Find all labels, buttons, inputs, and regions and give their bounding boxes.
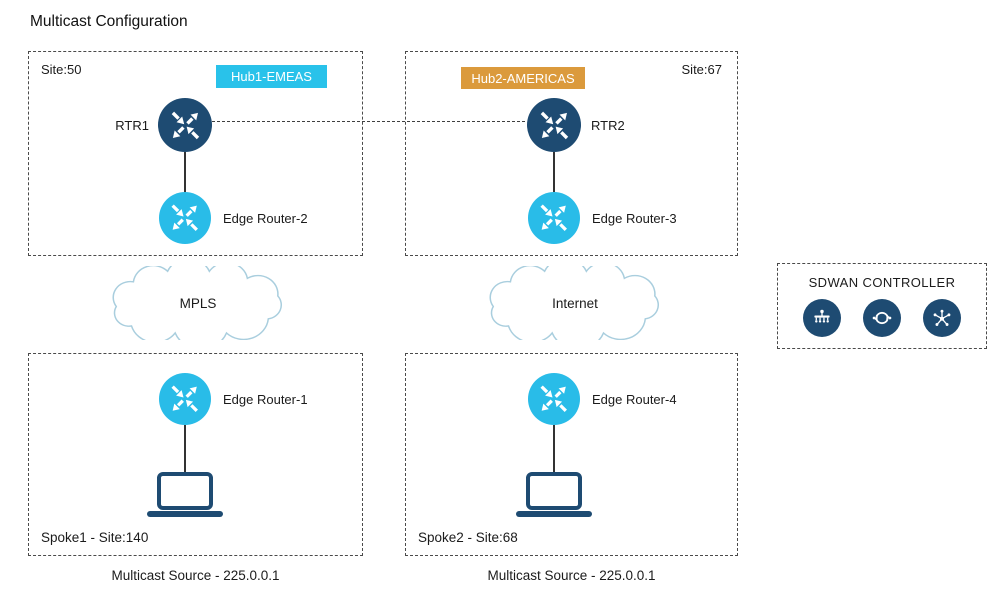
edge-router-4-icon	[528, 373, 580, 425]
edge-router-1-label: Edge Router-1	[223, 392, 308, 407]
hub1-site-box: Site:50 Hub1-EMEAS RTR1 Edge Router-2	[28, 51, 363, 256]
rtr1-label: RTR1	[115, 118, 149, 133]
edge-router-2-label: Edge Router-2	[223, 211, 308, 226]
spoke1-multicast-source-label: Multicast Source - 225.0.0.1	[111, 568, 280, 583]
hub2-site-label: Site:67	[681, 62, 722, 77]
internet-cloud-label: Internet	[552, 295, 598, 311]
laptop-icon	[147, 472, 223, 517]
spoke2-site-box: Edge Router-4 Spoke2 - Site:68	[405, 353, 738, 556]
orchestrator-icon	[923, 299, 961, 337]
rtr1-router-icon	[158, 98, 212, 152]
sdwan-controller-title: SDWAN CONTROLLER	[808, 275, 956, 290]
sdwan-controller-box: SDWAN CONTROLLER	[777, 263, 987, 349]
spoke2-label: Spoke2 - Site:68	[418, 530, 518, 545]
rtr1-edge2-link	[184, 152, 186, 192]
hub1-site-label: Site:50	[41, 62, 82, 77]
edge1-host-link	[184, 425, 186, 474]
mpls-cloud: MPLS	[103, 257, 293, 350]
edge-router-3-icon	[528, 192, 580, 244]
rtr2-label: RTR2	[591, 118, 625, 133]
rtr2-edge3-link	[553, 152, 555, 192]
page-title: Multicast Configuration	[30, 13, 188, 30]
edge-router-3-label: Edge Router-3	[592, 211, 677, 226]
spoke2-multicast-source-label: Multicast Source - 225.0.0.1	[487, 568, 656, 583]
edge4-host-link	[553, 425, 555, 474]
sync-controller-icon	[863, 299, 901, 337]
sdwan-controller-icons	[778, 299, 986, 337]
hub1-badge: Hub1-EMEAS	[216, 65, 327, 88]
edge-router-2-icon	[159, 192, 211, 244]
edge-router-1-icon	[159, 373, 211, 425]
spoke1-label: Spoke1 - Site:140	[41, 530, 149, 545]
spoke1-site-box: Edge Router-1 Spoke1 - Site:140	[28, 353, 363, 556]
rtr1-rtr2-dashed-link	[212, 121, 525, 122]
internet-cloud: Internet	[480, 257, 670, 350]
hub2-site-box: Hub2-AMERICAS Site:67 RTR2 Edge Router-3	[405, 51, 738, 256]
management-icon	[803, 299, 841, 337]
rtr2-router-icon	[527, 98, 581, 152]
mpls-cloud-label: MPLS	[179, 295, 217, 311]
edge-router-4-label: Edge Router-4	[592, 392, 677, 407]
laptop-icon	[516, 472, 592, 517]
hub2-badge: Hub2-AMERICAS	[461, 67, 585, 89]
